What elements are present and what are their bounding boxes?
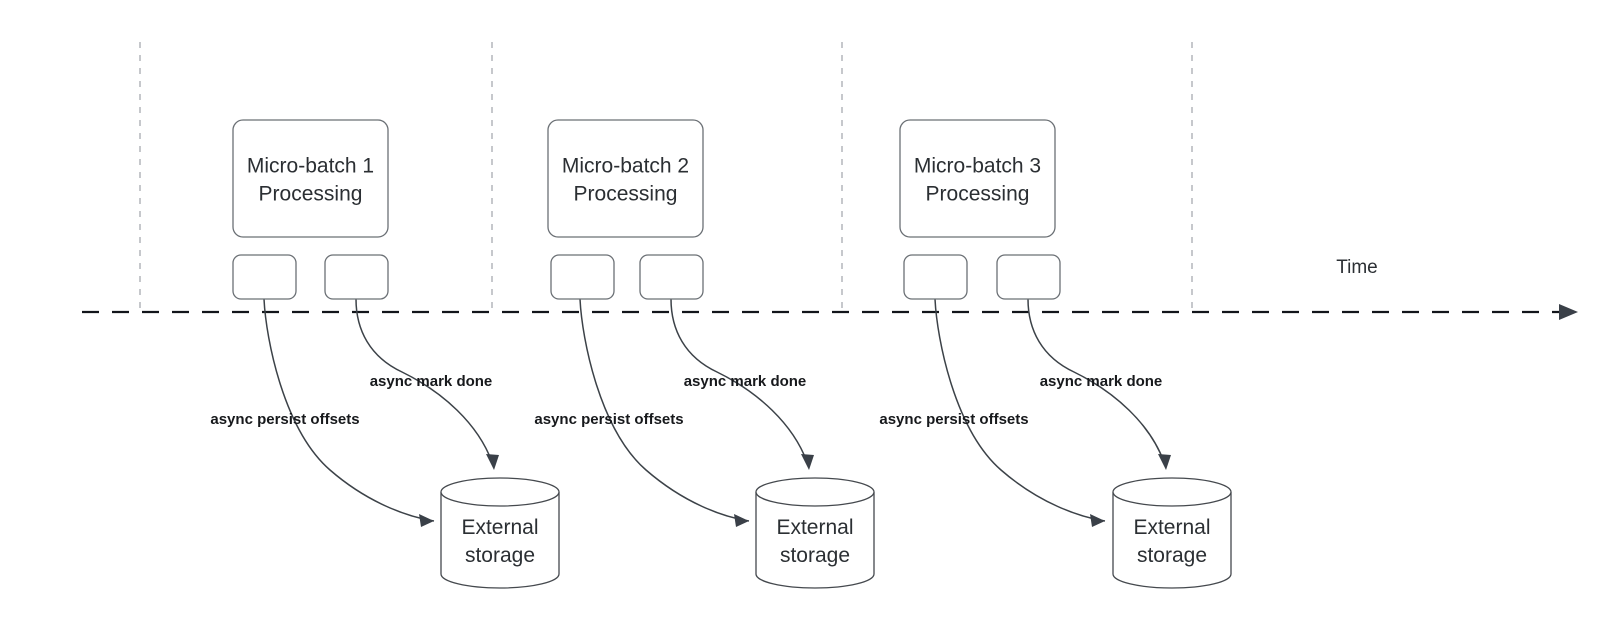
external-storage-body[interactable] xyxy=(440,492,560,589)
mark-done-edge-arrowhead xyxy=(801,454,814,470)
time-axis-label: Time xyxy=(1336,257,1378,278)
persist-offsets-edge-arrowhead xyxy=(734,514,749,527)
mark-done-edge-label: async mark done xyxy=(684,373,807,390)
external-storage-label-line2: storage xyxy=(780,544,850,567)
mark-done-slot[interactable] xyxy=(324,254,389,300)
micro-batch-label-line1: Micro-batch 2 xyxy=(562,155,689,178)
mark-done-slot[interactable] xyxy=(996,254,1061,300)
external-storage-top xyxy=(755,477,875,507)
batch-boundaries xyxy=(139,42,1193,312)
mark-done-edge xyxy=(355,298,493,463)
persist-offsets-edge-label: async persist offsets xyxy=(210,411,359,428)
persist-offsets-edge xyxy=(263,298,435,522)
micro-batch-box[interactable] xyxy=(232,119,389,238)
external-storage-label-line2: storage xyxy=(465,544,535,567)
mark-done-edge xyxy=(670,298,808,463)
external-storage-top xyxy=(1112,477,1232,507)
mark-done-edge xyxy=(1027,298,1165,463)
mark-done-slot[interactable] xyxy=(639,254,704,300)
micro-batch-label-line2: Processing xyxy=(259,183,363,206)
micro-batch-label-line1: Micro-batch 1 xyxy=(247,155,374,178)
external-storage-label-line1: External xyxy=(461,516,538,539)
group-1: async persist offsets async mark done Micr… xyxy=(210,119,560,589)
external-storage-body[interactable] xyxy=(755,492,875,589)
micro-batch-box[interactable] xyxy=(899,119,1056,238)
micro-batch-label-line1: Micro-batch 3 xyxy=(914,155,1041,178)
offset-commit-slot[interactable] xyxy=(232,254,297,300)
mark-done-edge-arrowhead xyxy=(486,454,499,470)
micro-batch-label-line2: Processing xyxy=(574,183,678,206)
mark-done-edge-label: async mark done xyxy=(1040,373,1163,390)
offset-commit-slot[interactable] xyxy=(550,254,615,300)
mark-done-edge-label: async mark done xyxy=(370,373,493,390)
group-2: async persist offsets async mark done Micr… xyxy=(534,119,875,589)
external-storage-label-line2: storage xyxy=(1137,544,1207,567)
micro-batch-box[interactable] xyxy=(547,119,704,238)
persist-offsets-edge xyxy=(579,298,750,522)
micro-batch-groups: async persist offsets async mark done Micr… xyxy=(210,119,1232,589)
micro-batch-label-line2: Processing xyxy=(926,183,1030,206)
persist-offsets-edge-label: async persist offsets xyxy=(534,411,683,428)
offset-commit-slot[interactable] xyxy=(903,254,968,300)
group-3: async persist offsets async mark done Micr… xyxy=(879,119,1232,589)
time-axis: Time xyxy=(82,257,1578,320)
external-storage-body[interactable] xyxy=(1112,492,1232,589)
persist-offsets-edge xyxy=(934,298,1106,522)
mark-done-edge-arrowhead xyxy=(1158,454,1171,470)
time-axis-arrowhead xyxy=(1559,304,1578,320)
persist-offsets-edge-label: async persist offsets xyxy=(879,411,1028,428)
external-storage-label-line1: External xyxy=(1133,516,1210,539)
external-storage-top xyxy=(440,477,560,507)
persist-offsets-edge-arrowhead xyxy=(419,514,434,527)
external-storage-label-line1: External xyxy=(776,516,853,539)
persist-offsets-edge-arrowhead xyxy=(1090,514,1105,527)
